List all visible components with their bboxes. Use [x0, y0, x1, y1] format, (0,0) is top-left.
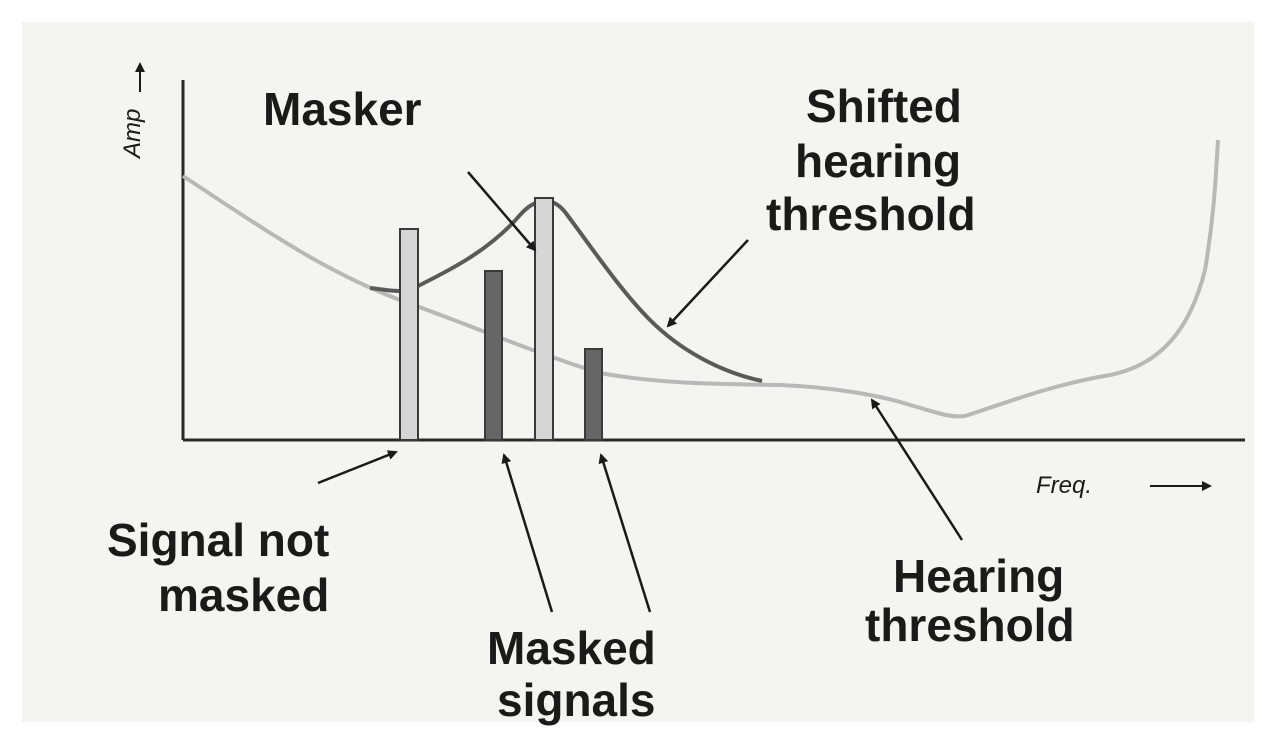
shifted-threshold-label-line-1: Shifted: [806, 80, 962, 132]
shifted-threshold-label-line-3: threshold: [766, 188, 976, 240]
masked-signal-bar-2: [584, 348, 603, 441]
masked-signal-arrow-2: [598, 453, 652, 613]
x-axis-label-group: Freq.: [1036, 472, 1212, 499]
hearing-threshold-label-line-2: threshold: [865, 599, 1075, 651]
masked-signal-bar-1: [484, 270, 503, 441]
signal-not-masked-label-line-2: masked: [158, 569, 329, 621]
shifted-threshold-arrow: [666, 239, 749, 328]
masked-signals-label: Masked signals: [487, 622, 656, 726]
hearing-threshold-label-line-1: Hearing: [893, 550, 1064, 602]
y-axis-label-group: Amp: [119, 62, 146, 160]
masked-signals-label-line-2: signals: [497, 674, 656, 726]
shifted-threshold-label-line-2: hearing: [795, 135, 961, 187]
x-axis-label: Freq.: [1036, 472, 1092, 499]
background-panel: [22, 22, 1254, 722]
shifted-threshold-curve: [369, 199, 763, 383]
masker-label: Masker: [263, 83, 422, 135]
y-axis-label: Amp: [119, 109, 146, 160]
masker-bar: [534, 197, 554, 441]
shifted-threshold-label: Shifted hearing threshold: [766, 80, 976, 240]
hearing-threshold-arrow: [870, 398, 964, 541]
masked-signal-arrow-1: [501, 453, 554, 613]
masker-arrow: [467, 171, 537, 252]
signal-not-masked-label: Signal not masked: [107, 514, 329, 621]
signal-not-masked-arrow: [317, 450, 398, 485]
signal-not-masked-bar: [399, 228, 419, 441]
signal-not-masked-label-line-1: Signal not: [107, 514, 329, 566]
masked-signals-label-line-1: Masked: [487, 622, 656, 674]
hearing-threshold-label: Hearing threshold: [865, 550, 1075, 651]
